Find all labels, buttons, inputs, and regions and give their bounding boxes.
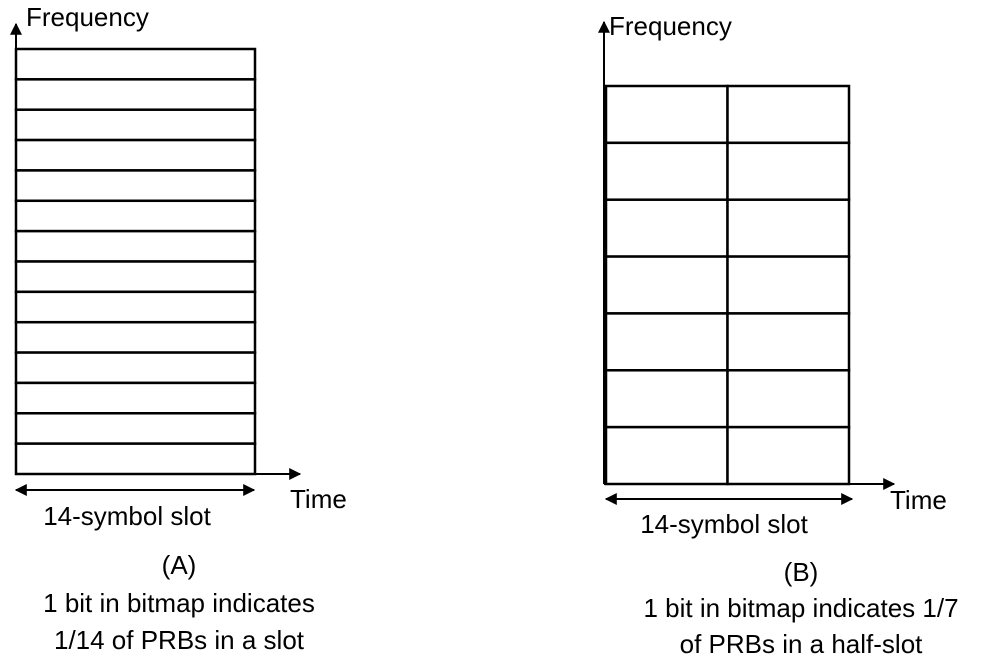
panel-a-frequency-label: Frequency bbox=[26, 2, 149, 32]
panel-a-cell-r12-c1 bbox=[14, 381, 257, 415]
panel-b-time-label: Time bbox=[890, 485, 947, 515]
panel-b-cell-r5-c2 bbox=[726, 312, 851, 372]
panel-a-cell-r2-c1 bbox=[14, 78, 257, 111]
panel-b-cell-r4-c2 bbox=[726, 255, 851, 315]
panel-a-cell-r6-c1 bbox=[14, 199, 257, 233]
panel-a-panel-label: (A) bbox=[162, 550, 197, 580]
panel-a-cell-r4-c1 bbox=[14, 138, 257, 172]
panel-b-cell-r1-c2 bbox=[726, 84, 851, 145]
panel-b-frequency-label: Frequency bbox=[609, 11, 732, 41]
panel-b-cell-r6-c2 bbox=[726, 369, 851, 429]
panel-a-cell-r14-c1 bbox=[14, 442, 257, 476]
panel-b-cell-r7-c2 bbox=[726, 425, 851, 486]
panel-a-time-label: Time bbox=[290, 484, 347, 514]
panel-b-panel-label: (B) bbox=[784, 557, 819, 587]
panel-b-span-label: 14-symbol slot bbox=[640, 509, 808, 539]
panel-a-cell-r13-c1 bbox=[14, 412, 257, 445]
panel-b-cell-r2-c2 bbox=[726, 141, 851, 201]
panel-a-cell-r10-c1 bbox=[14, 320, 257, 354]
panel-a-cell-r7-c1 bbox=[14, 229, 257, 263]
panel-a-cell-r8-c1 bbox=[14, 260, 257, 294]
panel-b-caption-line-1: 1 bit in bitmap indicates 1/7 bbox=[643, 593, 958, 623]
panel-b-cell-r3-c1 bbox=[604, 198, 729, 258]
panel-a-span-label: 14-symbol slot bbox=[43, 501, 211, 531]
panel-a-cell-r3-c1 bbox=[14, 108, 257, 142]
panel-b-cell-r2-c1 bbox=[604, 141, 729, 201]
panel-b-cell-r4-c1 bbox=[604, 255, 729, 315]
panel-b-cell-r7-c1 bbox=[604, 425, 729, 486]
panel-a-cell-r1-c1 bbox=[14, 47, 257, 81]
panel-b-caption-line-2: of PRBs in a half-slot bbox=[680, 629, 924, 659]
panel-a-resource-grid bbox=[14, 47, 257, 476]
panel-b-resource-grid bbox=[604, 84, 851, 486]
panel-a-cell-r5-c1 bbox=[14, 169, 257, 203]
panel-b-cell-r6-c1 bbox=[604, 369, 729, 429]
panel-b-cell-r5-c1 bbox=[604, 312, 729, 372]
panel-a-cell-r9-c1 bbox=[14, 290, 257, 324]
panel-a-cell-r11-c1 bbox=[14, 351, 257, 385]
panel-b-cell-r1-c1 bbox=[604, 84, 729, 145]
panel-b: Frequency Time 14-symbol slot (B) 1 bit … bbox=[598, 11, 959, 659]
panel-a: Frequency Time 14-symbol slot (A) 1 bit … bbox=[10, 2, 347, 655]
panel-a-caption-line-1: 1 bit in bitmap indicates bbox=[43, 588, 315, 618]
panel-a-caption-line-2: 1/14 of PRBs in a slot bbox=[54, 625, 305, 655]
panel-b-cell-r3-c2 bbox=[726, 198, 851, 258]
